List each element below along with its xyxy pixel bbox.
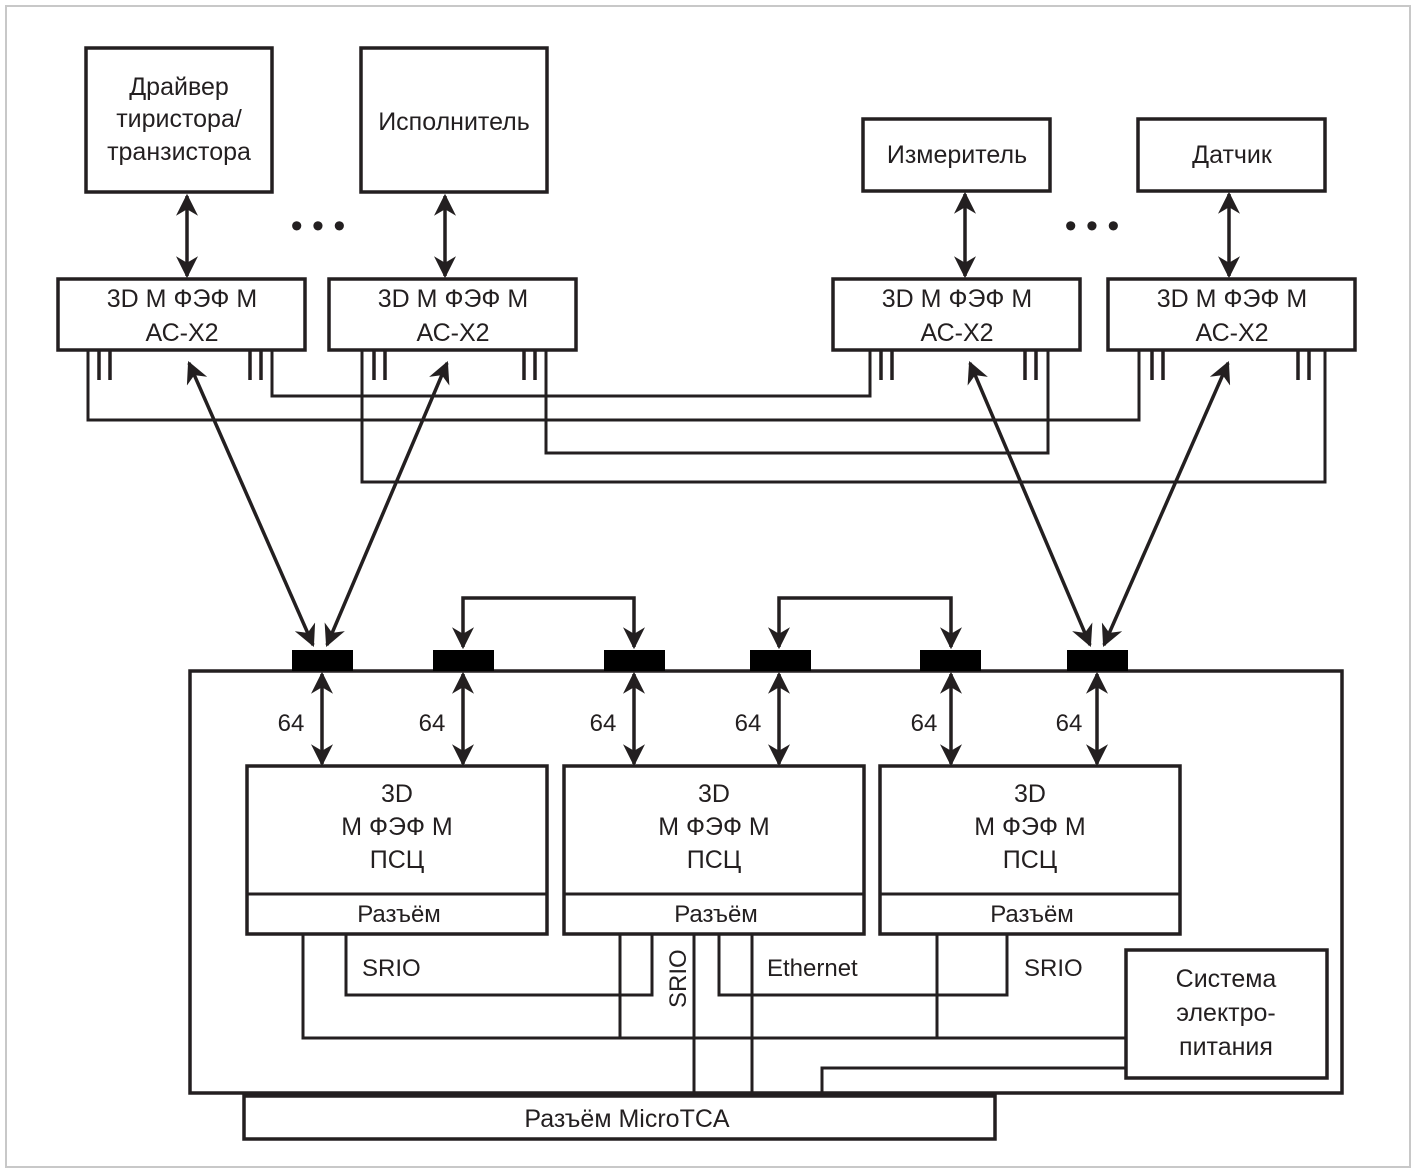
loopback-port2-port3 [452, 596, 645, 650]
device-meter-label: Измеритель [887, 141, 1027, 169]
power-system-line-3: питания [1179, 1033, 1273, 1061]
psc-module-1-connector: Разъём [357, 901, 441, 928]
fef-module-2: 3D М ФЭФ М АС-X2 [327, 277, 578, 352]
ellipsis-left: • • • [291, 207, 346, 245]
fef-module-2-line-1: 3D М ФЭФ М [378, 285, 528, 313]
psc-module-3-line-2: М ФЭФ М [974, 813, 1086, 841]
fef-module-1-line-1: 3D М ФЭФ М [107, 285, 257, 313]
fef-module-1-line-2: АС-X2 [145, 319, 218, 347]
carrier-ports [292, 650, 1128, 671]
bus-width-label-6: 64 [1056, 710, 1083, 737]
psc-module-2-line-3: ПСЦ [687, 846, 742, 874]
fef-module-4-line-1: 3D М ФЭФ М [1157, 285, 1307, 313]
link-label-srio-vertical: SRIO [665, 949, 692, 1008]
fef-module-3-line-2: АС-X2 [920, 319, 993, 347]
psc-module-1-line-2: М ФЭФ М [341, 813, 453, 841]
bus-width-label-1: 64 [278, 710, 305, 737]
bus-width-label-3: 64 [590, 710, 617, 737]
psc-module-3-line-1: 3D [1014, 780, 1046, 808]
psc-module-3: 3D М ФЭФ М ПСЦ Разъём [878, 764, 1182, 936]
psc-module-1-line-1: 3D [381, 780, 413, 808]
device-driver-line-2: тиристора/ [116, 105, 242, 133]
psc-module-2-line-1: 3D [698, 780, 730, 808]
device-sensor: Датчик [1136, 117, 1327, 193]
device-driver: Драйвер тиристора/ транзистора [84, 46, 274, 194]
link-label-srio-right: SRIO [1024, 955, 1083, 982]
device-driver-line-3: транзистора [107, 138, 251, 166]
power-system-line-2: электро- [1176, 999, 1276, 1027]
microtca-connector: Разъём MicroTCA [242, 1094, 997, 1141]
psc-module-1: 3D М ФЭФ М ПСЦ Разъём [245, 764, 549, 936]
arrow-fef2-port1 [324, 360, 450, 648]
device-actuator: Исполнитель [359, 46, 549, 194]
microtca-connector-label: Разъём MicroTCA [524, 1105, 729, 1133]
link-label-ethernet: Ethernet [767, 955, 858, 982]
link-label-srio-left: SRIO [362, 955, 421, 982]
fef-module-1: 3D М ФЭФ М АС-X2 [56, 277, 307, 352]
lower-wiring [301, 934, 1126, 1096]
psc-module-2-line-2: М ФЭФ М [658, 813, 770, 841]
port-6 [1067, 650, 1128, 671]
port-1 [292, 650, 353, 671]
psc-module-2: 3D М ФЭФ М ПСЦ Разъём [562, 764, 866, 936]
fef-module-3: 3D М ФЭФ М АС-X2 [831, 277, 1082, 352]
bus-arrows [311, 671, 1108, 767]
arrow-fef4-port6 [1101, 360, 1231, 648]
device-sensor-label: Датчик [1192, 141, 1273, 169]
bus-width-label-2: 64 [419, 710, 446, 737]
psc-module-2-connector: Разъём [674, 901, 758, 928]
ellipsis-right: • • • [1065, 207, 1120, 245]
arrow-fef3-port6 [967, 360, 1093, 648]
fef-module-3-line-1: 3D М ФЭФ М [882, 285, 1032, 313]
device-driver-line-1: Драйвер [129, 73, 229, 101]
bus-width-label-4: 64 [735, 710, 762, 737]
port-5 [920, 650, 981, 671]
fef-module-4: 3D М ФЭФ М АС-X2 [1106, 277, 1357, 352]
port-4 [750, 650, 811, 671]
port-2 [433, 650, 494, 671]
device-meter: Измеритель [861, 117, 1052, 193]
fef-module-2-line-2: АС-X2 [416, 319, 489, 347]
fef-module-4-line-2: АС-X2 [1195, 319, 1268, 347]
psc-module-3-line-3: ПСЦ [1003, 846, 1058, 874]
loopback-port4-port5 [768, 596, 962, 650]
psc-module-3-connector: Разъём [990, 901, 1074, 928]
arrow-fef1-port1 [186, 360, 316, 648]
device-actuator-label: Исполнитель [378, 108, 530, 136]
power-system-line-1: Система [1176, 965, 1277, 993]
psc-module-1-line-3: ПСЦ [370, 846, 425, 874]
port-3 [604, 650, 665, 671]
power-system: Система электро- питания [1124, 948, 1329, 1080]
bus-width-label-5: 64 [911, 710, 938, 737]
